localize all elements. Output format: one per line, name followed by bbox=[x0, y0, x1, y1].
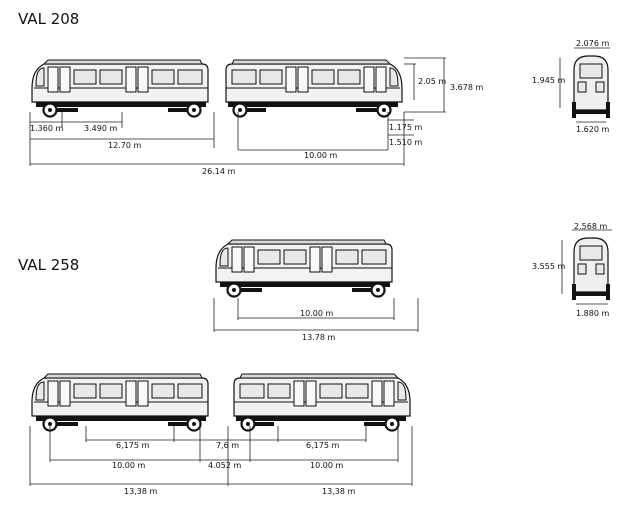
val208-total-height: 3.678 m bbox=[450, 83, 483, 92]
val258-car-length: 13.78 m bbox=[302, 333, 335, 342]
val258-car-right bbox=[232, 372, 412, 432]
val258-bogie-right: 10.00 m bbox=[310, 461, 343, 470]
val258-center-spacing: 7,6 m bbox=[216, 441, 239, 450]
val258-end-spacing-left: 6,175 m bbox=[116, 441, 149, 450]
val208-bogie-spacing: 3.490 m bbox=[84, 124, 117, 133]
val258-end-spacing-right: 6,175 m bbox=[306, 441, 339, 450]
val208-car-left bbox=[30, 58, 210, 118]
val258-coupling: 4.052 m bbox=[208, 461, 241, 470]
val258-bogie-distance: 10.00 m bbox=[300, 309, 333, 318]
val208-height: 2.05 m bbox=[418, 77, 446, 86]
val208-front-height: 1.945 m bbox=[532, 76, 565, 85]
val208-front-width: 2.076 m bbox=[576, 39, 609, 48]
val258-length-left: 13,38 m bbox=[124, 487, 157, 496]
val208-bogie-distance: 10.00 m bbox=[304, 151, 337, 160]
val208-step: 1.175 m bbox=[389, 123, 422, 132]
val258-track-width: 1.880 m bbox=[576, 309, 609, 318]
val208-front-view bbox=[571, 55, 611, 119]
val208-track-width: 1.620 m bbox=[576, 125, 609, 134]
val258-length-right: 13,38 m bbox=[322, 487, 355, 496]
val208-title: VAL 208 bbox=[18, 10, 79, 28]
val258-bogie-left: 10.00 m bbox=[112, 461, 145, 470]
val258-car-single bbox=[214, 238, 394, 298]
val258-front-view bbox=[571, 237, 611, 301]
val258-front-height: 3.555 m bbox=[532, 262, 565, 271]
val208-wheel: 1.510 m bbox=[389, 138, 422, 147]
val208-car-length: 12.70 m bbox=[108, 141, 141, 150]
val258-front-width: 2.568 m bbox=[574, 222, 607, 231]
val208-nose: 1.360 m bbox=[30, 124, 63, 133]
val258-title: VAL 258 bbox=[18, 256, 79, 274]
val208-car-right bbox=[224, 58, 404, 118]
val258-car-left bbox=[30, 372, 210, 432]
val208-total-length: 26.14 m bbox=[202, 167, 235, 176]
